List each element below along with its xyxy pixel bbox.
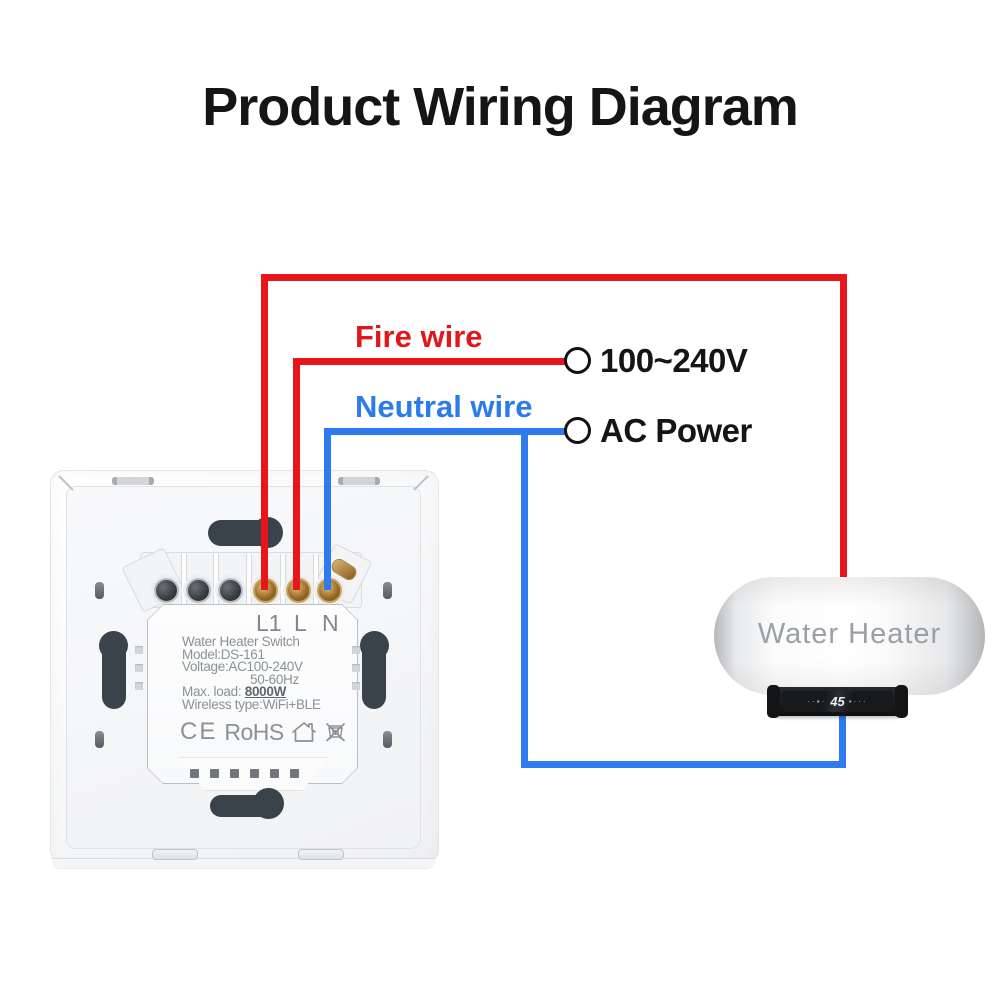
- certification-row: CE RoHS: [180, 718, 347, 746]
- terminal-screw-dark: [218, 578, 243, 603]
- display-dots: ▪···: [848, 697, 868, 706]
- left-mount-slot: [99, 631, 128, 660]
- terminal-label-l: L: [294, 610, 307, 636]
- neutral-wire-n-vertical: [324, 428, 331, 590]
- water-heater: Water Heater ··▪· 45 ▪···: [714, 577, 985, 722]
- neutral-wire-bottom: [521, 761, 846, 768]
- bottom-mount-slot: [253, 788, 284, 819]
- fire-wire-to-source: [293, 358, 565, 365]
- terminal-fin: [213, 554, 219, 604]
- terminal-screw-dark: [154, 578, 179, 603]
- voltage-label: 100~240V: [600, 342, 748, 379]
- right-mount-slot: [360, 631, 389, 660]
- terminal-screw-dark: [186, 578, 211, 603]
- neutral-wire-to-heater: [839, 712, 846, 768]
- water-heater-display: ··▪· 45 ▪···: [767, 685, 908, 718]
- plate-slit: [95, 731, 104, 748]
- switch-plate-edge: [52, 858, 435, 869]
- ac-power-label: AC Power: [600, 412, 752, 449]
- vent-slot: [290, 769, 299, 778]
- spec-text: Water Heater Switch Model:DS-161 Voltage…: [182, 634, 321, 712]
- vent-slot: [210, 769, 219, 778]
- top-screw-groove: [338, 477, 380, 485]
- terminal-label-n: N: [322, 610, 339, 636]
- fire-wire-label: Fire wire: [355, 319, 483, 354]
- ce-mark: CE: [180, 718, 218, 745]
- terminal-label-l1: L1: [256, 610, 282, 636]
- neutral-wire-to-source: [324, 428, 565, 435]
- fire-wire-l-vertical: [293, 358, 300, 590]
- rohs-mark: RoHS: [224, 718, 284, 745]
- source-terminal-live: [564, 347, 591, 374]
- display-temperature: 45: [830, 694, 845, 709]
- terminal-fin: [181, 554, 187, 604]
- display-dots: ··▪·: [807, 697, 827, 706]
- water-heater-label: Water Heater: [757, 618, 942, 650]
- module-notch: [352, 664, 360, 672]
- module-notch: [352, 682, 360, 690]
- fire-wire-l1-vertical: [261, 274, 268, 590]
- vent-slot: [190, 769, 199, 778]
- plate-slit: [383, 582, 392, 599]
- vent-slot: [230, 769, 239, 778]
- module-notch: [352, 646, 360, 654]
- switch-module: L1 L N Water Heater Switch Model:DS-161 …: [147, 604, 358, 784]
- house-icon: [291, 721, 317, 743]
- module-notch: [135, 682, 143, 690]
- fire-wire-top-horizontal: [261, 274, 847, 281]
- module-notch: [135, 646, 143, 654]
- switch-device: L1 L N Water Heater Switch Model:DS-161 …: [50, 470, 439, 869]
- terminal-fin: [246, 554, 252, 604]
- water-heater-tank: [714, 577, 985, 695]
- plate-slit: [95, 582, 104, 599]
- terminal-fin: [313, 554, 319, 604]
- top-screw-groove: [112, 477, 154, 485]
- module-notch: [135, 664, 143, 672]
- fire-wire-to-heater: [840, 274, 847, 578]
- neutral-wire-label: Neutral wire: [355, 389, 533, 424]
- page-title: Product Wiring Diagram: [202, 77, 799, 137]
- crossed-bin-icon: [324, 721, 347, 744]
- bottom-screw-slot: [298, 849, 344, 860]
- terminal-fin: [280, 554, 286, 604]
- terminal-screw-n: [317, 578, 342, 603]
- source-terminal-neutral: [564, 417, 591, 444]
- vent-slot: [250, 769, 259, 778]
- vent-slot: [270, 769, 279, 778]
- bottom-screw-slot: [152, 849, 198, 860]
- neutral-wire-down: [521, 428, 528, 768]
- plate-slit: [383, 731, 392, 748]
